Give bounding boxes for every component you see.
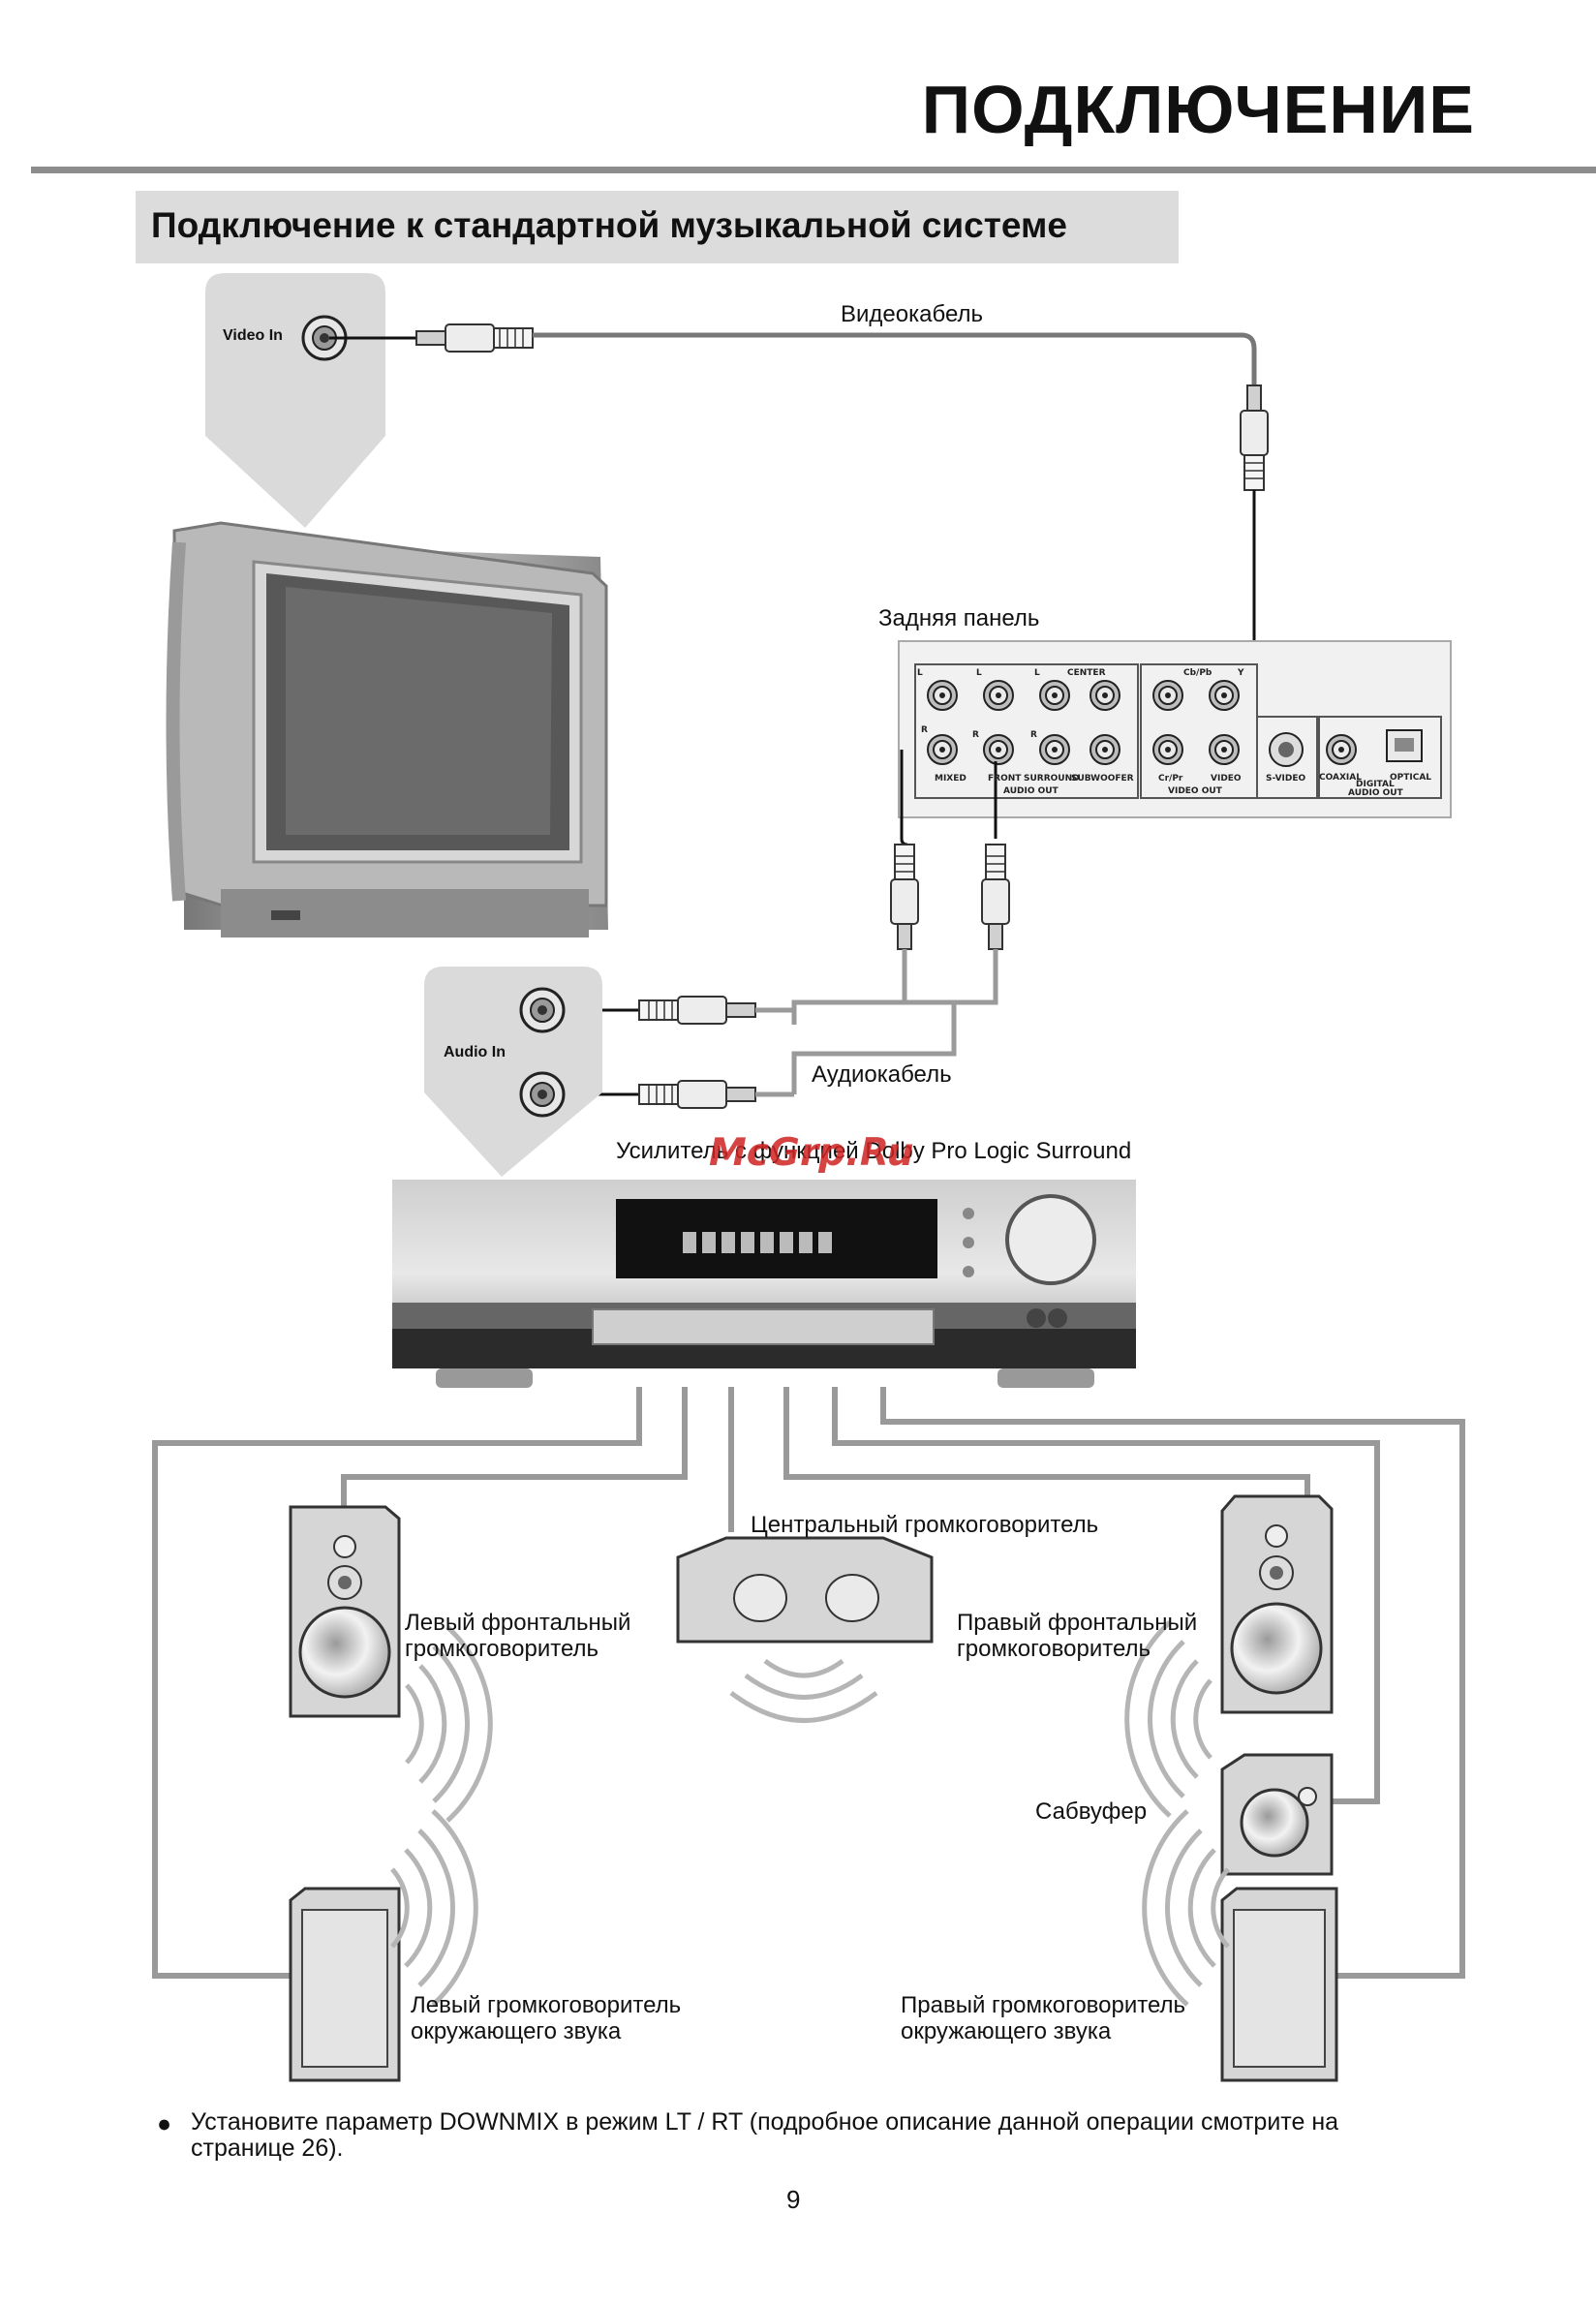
- panel-ch-center: CENTER: [1067, 668, 1106, 678]
- center-speaker: [676, 1536, 934, 1723]
- panel-video: VIDEO: [1211, 774, 1242, 784]
- title-rule: [31, 167, 1596, 173]
- panel-cr-pr: Cr/Pr: [1158, 774, 1183, 784]
- rear-panel-label: Задняя панель: [878, 605, 1040, 631]
- panel-ch-r2: R: [972, 730, 979, 740]
- rear-panel: [898, 640, 1452, 818]
- speaker-wires: [152, 1387, 1465, 1979]
- note-bullet: ●: [157, 2110, 172, 2137]
- right-surround-label: Правый громкоговоритель окружающего звук…: [901, 1992, 1186, 2044]
- panel-digital: DIGITAL: [1356, 780, 1395, 789]
- subwoofer-speaker: [1220, 1753, 1334, 1876]
- panel-cb-pb: Cb/Pb: [1183, 668, 1212, 678]
- panel-y: Y: [1238, 668, 1244, 678]
- panel-digital-audio-out: AUDIO OUT: [1348, 788, 1403, 798]
- panel-optical: OPTICAL: [1390, 773, 1432, 783]
- panel-mixed: MIXED: [935, 774, 967, 784]
- panel-coaxial: COAXIAL: [1319, 773, 1362, 783]
- left-surround-speaker: [289, 1811, 476, 2082]
- left-front-speaker: [289, 1505, 490, 1821]
- amplifier-label: Усилитель с функцией Dolby Pro Logic Sur…: [616, 1138, 1132, 1164]
- page-number: 9: [786, 2185, 801, 2214]
- amplifier-illustration: [392, 1180, 1136, 1388]
- center-speaker-label: Центральный громкоговоритель: [751, 1512, 1099, 1538]
- panel-surround: SURROUND: [1024, 774, 1080, 784]
- audio-in-label: Audio In: [444, 1044, 506, 1060]
- panel-ch-l2: L: [976, 668, 982, 678]
- tv-illustration: [166, 521, 608, 937]
- panel-ch-l3: L: [1034, 668, 1040, 678]
- panel-audio-out: AUDIO OUT: [1003, 786, 1059, 796]
- downmix-note: Установите параметр DOWNMIX в режим LT /…: [191, 2108, 1339, 2162]
- right-front-speaker: [1127, 1494, 1334, 1816]
- watermark: McGrp.Ru: [709, 1131, 914, 1175]
- panel-front: FRONT: [988, 774, 1022, 784]
- video-in-label: Video In: [223, 327, 283, 344]
- panel-subwoofer: SUBWOOFER: [1071, 774, 1134, 784]
- section-title-box: [136, 191, 1179, 263]
- panel-ch-r1: R: [921, 725, 928, 735]
- panel-video-out: VIDEO OUT: [1168, 786, 1222, 796]
- section-title: Подключение к стандартной музыкальной си…: [151, 205, 1067, 245]
- video-in-callout: [205, 273, 385, 528]
- panel-ch-l1: L: [917, 668, 923, 678]
- right-surround-speaker: [1145, 1811, 1338, 2082]
- panel-ch-r3: R: [1030, 730, 1037, 740]
- left-front-label: Левый фронтальный громкоговоритель: [405, 1610, 631, 1662]
- audio-in-callout: [424, 967, 602, 1177]
- right-front-label: Правый фронтальный громкоговоритель: [957, 1610, 1198, 1662]
- left-surround-label: Левый громкоговоритель окружающего звука: [411, 1992, 682, 2044]
- subwoofer-label: Сабвуфер: [1035, 1798, 1148, 1825]
- video-cable-label: Видеокабель: [841, 301, 984, 327]
- audio-cable: [542, 750, 1010, 1109]
- panel-s-video: S-VIDEO: [1266, 774, 1306, 784]
- page-title: ПОДКЛЮЧЕНИЕ: [921, 72, 1475, 147]
- audio-cable-label: Аудиокабель: [812, 1061, 952, 1088]
